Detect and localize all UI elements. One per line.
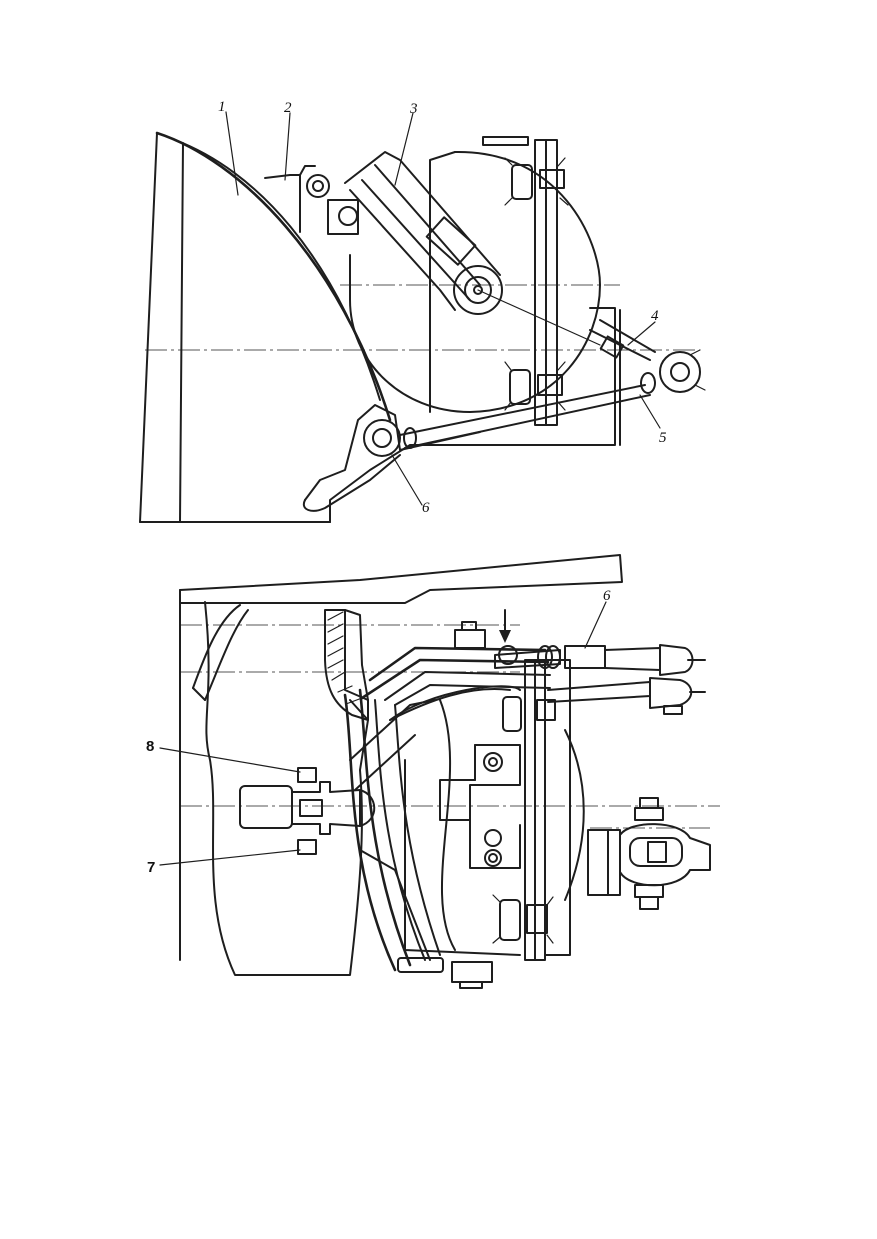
label-8: 8: [146, 738, 154, 755]
top-nut-upper: [539, 169, 565, 189]
bottom-bolt-lower: [499, 899, 521, 941]
bottom-view: 8 7 6: [146, 554, 720, 989]
label-6-bottom: 6: [603, 588, 611, 604]
lever-pivot: [453, 265, 503, 315]
label-1: 1: [218, 99, 226, 115]
top-nut-lower: [537, 374, 563, 396]
top-leaders: [225, 111, 661, 506]
hub-stud-parts-7-8: [239, 767, 376, 855]
bottom-bolt-upper: [502, 696, 522, 732]
pivot-bracket-part-6: [302, 404, 481, 523]
clevis-nut-bottom: [634, 884, 664, 898]
lug-hole-middle: [484, 829, 502, 847]
push-rods-part-6: [494, 644, 706, 715]
hatched-section: [324, 609, 369, 721]
top-view: 1 2 3 4 5 6: [139, 99, 706, 523]
nut-part-8: [297, 767, 317, 783]
clevis-nut-top: [634, 807, 664, 821]
rod-end-lower: [649, 677, 693, 709]
rod-end-eye: [659, 351, 701, 393]
direction-arrow: [499, 609, 511, 643]
pivot-pin: [363, 419, 401, 457]
mounting-lug: [439, 744, 521, 821]
hub-cap: [239, 785, 293, 829]
rod-end-upper: [659, 644, 694, 676]
lug-hole-upper: [483, 752, 503, 772]
bracket-part-2: [264, 165, 359, 235]
label-7: 7: [147, 859, 155, 876]
clevis-base: [587, 829, 609, 896]
clevis-eye: [629, 837, 683, 867]
label-5: 5: [659, 430, 667, 446]
top-bolt-upper: [511, 164, 533, 200]
brake-cylinder-top: [329, 136, 621, 523]
label-2: 2: [284, 100, 292, 116]
lever-sleeve: [425, 216, 477, 266]
lug-hole-lower: [484, 849, 502, 867]
flange-top-nut: [454, 629, 486, 649]
wheel-rim-bottom: [192, 601, 369, 976]
rod-coupling: [564, 645, 606, 669]
frame-beam: [179, 554, 623, 961]
bracket-block: [327, 199, 359, 235]
bracket-bolt-lower: [338, 206, 358, 226]
top-bolt-lower: [509, 369, 531, 405]
bottom-nut-upper: [536, 699, 556, 721]
rod-end-part-4: [589, 319, 706, 393]
label-3: 3: [409, 101, 418, 117]
label-4: 4: [651, 308, 659, 324]
bottom-nut-lower: [526, 904, 548, 934]
clevis-yoke: [587, 797, 711, 910]
nut-part-7: [297, 839, 317, 855]
bracket-bolt-upper: [306, 174, 330, 198]
label-6-top: 6: [422, 500, 430, 516]
lever-part-3: [344, 151, 601, 346]
rod-part-5: [399, 372, 656, 449]
brake-cylinder-bottom: [389, 621, 585, 961]
bottom-leaders: [159, 601, 607, 866]
